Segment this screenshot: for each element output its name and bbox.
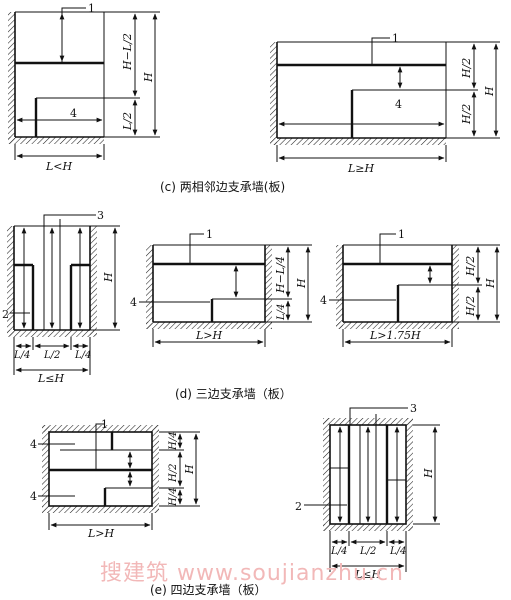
label-H2-d-top: H/2 [464, 256, 477, 277]
label-H-d-3: H [484, 278, 497, 289]
label-H-c-right: H [483, 86, 496, 97]
label-L4-e-right: L/4 [389, 546, 406, 557]
label-L4-d-right: L/4 [74, 350, 91, 361]
label-2-e: 2 [295, 500, 302, 513]
diagram-d-1 [7, 214, 120, 375]
label-1-e: 1 [101, 418, 108, 431]
label-4-e-top: 4 [30, 438, 37, 451]
label-L4-d-2: L/4 [276, 304, 287, 321]
label-L-le-H-e: L≤H [354, 568, 382, 581]
label-L-gt-175H: L>1.75H [369, 329, 421, 342]
label-4-d-3: 4 [320, 294, 327, 307]
diagram-d-2 [139, 233, 312, 347]
label-L-gt-H-d: L>H [195, 329, 223, 342]
label-3-d: 3 [97, 209, 104, 222]
label-H-e-1: H [183, 464, 196, 475]
caption-c: (c) 两相邻边支承墙(板) [160, 180, 286, 194]
diagram-c-left [8, 7, 160, 160]
label-1-d-3: 1 [398, 228, 405, 241]
diagram-e-1 [38, 423, 200, 530]
label-1-c-left: 1 [88, 2, 95, 15]
label-2-d: 2 [2, 308, 9, 321]
label-H2-c-bottom: H/2 [460, 104, 473, 125]
label-L2-e: L/2 [359, 546, 376, 557]
label-4-e-bottom: 4 [30, 490, 37, 503]
label-L-le-H-d: L≤H [37, 372, 65, 385]
label-3-e: 3 [410, 402, 417, 415]
label-H2-e: H/2 [168, 464, 179, 483]
watermark: 搜建筑 www.soujianzhu.cn [100, 561, 404, 586]
label-1-c-right: 1 [392, 32, 399, 45]
diagram-d-3 [329, 233, 500, 347]
label-1-d-2: 1 [206, 228, 213, 241]
label-H-e-2: H [422, 468, 435, 479]
label-H4-e-top: H/4 [168, 432, 179, 451]
label-4-d-2: 4 [130, 296, 137, 309]
label-L-gt-H-e: L>H [87, 527, 115, 540]
label-H-d-1: H [102, 272, 115, 283]
label-H-c-left: H [142, 72, 155, 83]
label-H4-e-bottom: H/4 [168, 488, 179, 507]
diagram-c-right [270, 37, 500, 162]
label-L-ge-H: L≥H [347, 162, 375, 175]
label-H-minus-L4: H−L/4 [274, 256, 287, 294]
label-L-lt-H: L<H [45, 160, 73, 173]
label-H2-d-bottom: H/2 [464, 296, 477, 317]
caption-d: (d) 三边支承墙（板） [175, 387, 292, 401]
diagram-e-2 [304, 407, 440, 572]
label-L2-d: L/2 [43, 350, 60, 361]
label-4-c-left: 4 [70, 107, 77, 120]
label-L4-d-left: L/4 [13, 350, 30, 361]
label-4-c-right: 4 [395, 98, 402, 111]
label-L4-e-left: L/4 [330, 546, 347, 557]
label-H-d-2: H [295, 278, 308, 289]
label-H2-c-top: H/2 [460, 58, 473, 79]
label-L2-c: L/2 [121, 112, 134, 131]
label-H-minus-L2: H−L/2 [121, 33, 134, 71]
caption-e: (e) 四边支承墙（板） [150, 583, 267, 597]
